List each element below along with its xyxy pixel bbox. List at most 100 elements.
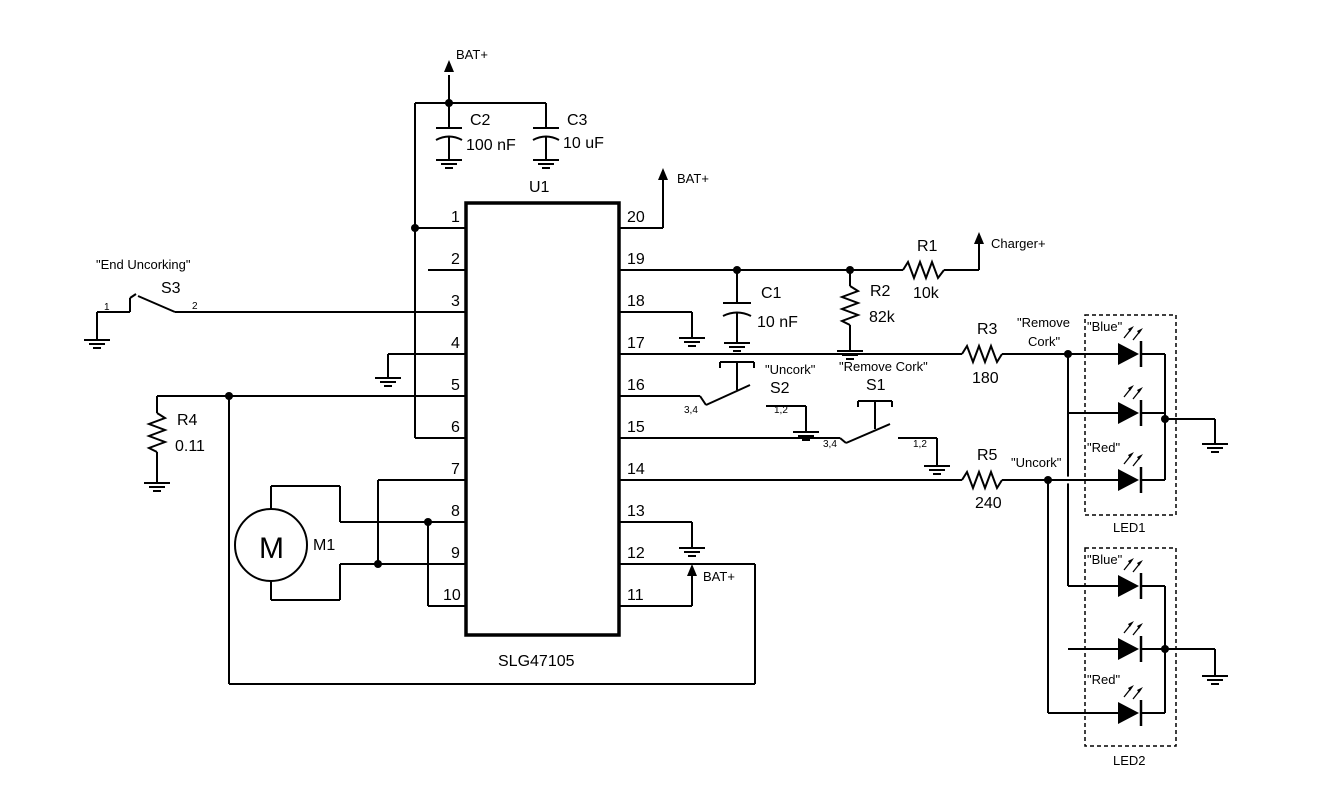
pin-number: 2 [451, 251, 460, 268]
s2-pin: 3,4 [684, 405, 698, 416]
pin13-ground [663, 521, 706, 557]
r2-ref: R2 [870, 283, 891, 300]
pin-number: 8 [451, 503, 460, 520]
r2-value: 82k [869, 309, 896, 326]
r3-value: 180 [972, 370, 999, 387]
led1-package [1084, 314, 1229, 516]
ic-ref: U1 [529, 179, 550, 196]
pin20-power [658, 168, 668, 228]
c3-value: 10 uF [563, 135, 604, 152]
pin-number: 13 [627, 503, 645, 520]
r1-ref: R1 [917, 238, 938, 255]
r5-ref: R5 [977, 447, 998, 464]
bat-label: BAT+ [677, 171, 709, 186]
r4-value: 0.11 [175, 438, 205, 455]
remove-cork-label-2: Cork" [1028, 334, 1060, 349]
pin-number: 1 [451, 209, 460, 226]
s2-ref: S2 [770, 380, 790, 397]
ground-icon [836, 342, 864, 360]
pin11-power [663, 564, 697, 607]
ground-icon [374, 369, 402, 387]
s1-pin: 3,4 [823, 439, 837, 450]
led2-ref: LED2 [1113, 753, 1146, 768]
s1-ref: S1 [866, 377, 886, 394]
ground-icon [678, 539, 706, 557]
remove-cork-label-1: "Remove [1017, 315, 1070, 330]
c3-ref: C3 [567, 112, 588, 129]
ground-icon [435, 151, 463, 169]
pin-number: 9 [451, 545, 460, 562]
led-red-icon [1116, 450, 1145, 495]
ground-icon [532, 151, 560, 169]
pin-number: 17 [627, 335, 645, 352]
s2-note: "Uncork" [765, 362, 816, 377]
decoupling-network [411, 60, 560, 439]
switch-s2 [663, 361, 820, 441]
charger-network [663, 232, 984, 360]
s1-note: "Remove Cork" [839, 359, 928, 374]
pin-number: 18 [627, 293, 645, 310]
sense-loop [143, 392, 756, 685]
switch-s1 [663, 400, 951, 475]
ic-left-pins [428, 227, 466, 607]
led2-package [1068, 547, 1229, 747]
c1-value: 10 nF [757, 314, 798, 331]
s1-pin: 1,2 [913, 439, 927, 450]
pin-number: 19 [627, 251, 645, 268]
pin-number: 5 [451, 377, 460, 394]
led2-blue-label: "Blue" [1087, 552, 1123, 567]
bat-label: BAT+ [703, 569, 735, 584]
ic-right-pin-numbers: 20 19 18 17 16 15 14 13 12 11 [627, 209, 645, 604]
ground-icon [143, 474, 171, 492]
uncork-label: "Uncork" [1011, 455, 1062, 470]
bat-arrow-icon [444, 60, 454, 72]
ground-icon [1201, 435, 1229, 453]
bat-arrow-icon [658, 168, 668, 180]
s3-ref: S3 [161, 280, 181, 297]
bat-arrow-icon [687, 564, 697, 576]
charger-arrow-icon [974, 232, 984, 244]
ground-icon [83, 331, 111, 349]
ic-u1-body [464, 201, 621, 637]
motor-m1: M [234, 479, 432, 606]
pin-number: 3 [451, 293, 460, 310]
pin-number: 6 [451, 419, 460, 436]
ground-icon [723, 334, 751, 352]
s3-pin: 2 [192, 301, 198, 312]
led-icon [1116, 619, 1145, 664]
c2-value: 100 nF [466, 137, 516, 154]
motor-symbol: M [259, 532, 284, 565]
c1-ref: C1 [761, 285, 782, 302]
ground-icon [678, 329, 706, 347]
s2-pin: 1,2 [774, 405, 788, 416]
charger-label: Charger+ [991, 236, 1046, 251]
pin-number: 15 [627, 419, 645, 436]
c2-ref: C2 [470, 112, 491, 129]
led-icon [1116, 383, 1145, 428]
pin4-ground [374, 353, 428, 387]
led-red-icon [1116, 683, 1145, 728]
led1-red-label: "Red" [1087, 440, 1120, 455]
ground-icon [1201, 667, 1229, 685]
led2-red-label: "Red" [1087, 672, 1120, 687]
switch-s3 [83, 293, 428, 349]
uncork-net [663, 412, 1118, 714]
pin-number: 20 [627, 209, 645, 226]
r3-ref: R3 [977, 321, 998, 338]
led1-blue-label: "Blue" [1087, 319, 1123, 334]
ic-right-pins [619, 227, 663, 607]
s3-pin: 1 [104, 302, 110, 313]
pin-number: 16 [627, 377, 645, 394]
r1-value: 10k [913, 285, 940, 302]
pin-number: 12 [627, 545, 645, 562]
pin-number: 7 [451, 461, 460, 478]
ground-icon [923, 457, 951, 475]
ic-left-pin-numbers: 1 2 3 4 5 6 7 8 9 10 [443, 209, 461, 604]
bat-label: BAT+ [456, 47, 488, 62]
pin-number: 14 [627, 461, 645, 478]
pin-number: 4 [451, 335, 460, 352]
pin18-ground [663, 311, 706, 347]
r4-ref: R4 [177, 412, 198, 429]
ic-part-number: SLG47105 [498, 653, 575, 670]
